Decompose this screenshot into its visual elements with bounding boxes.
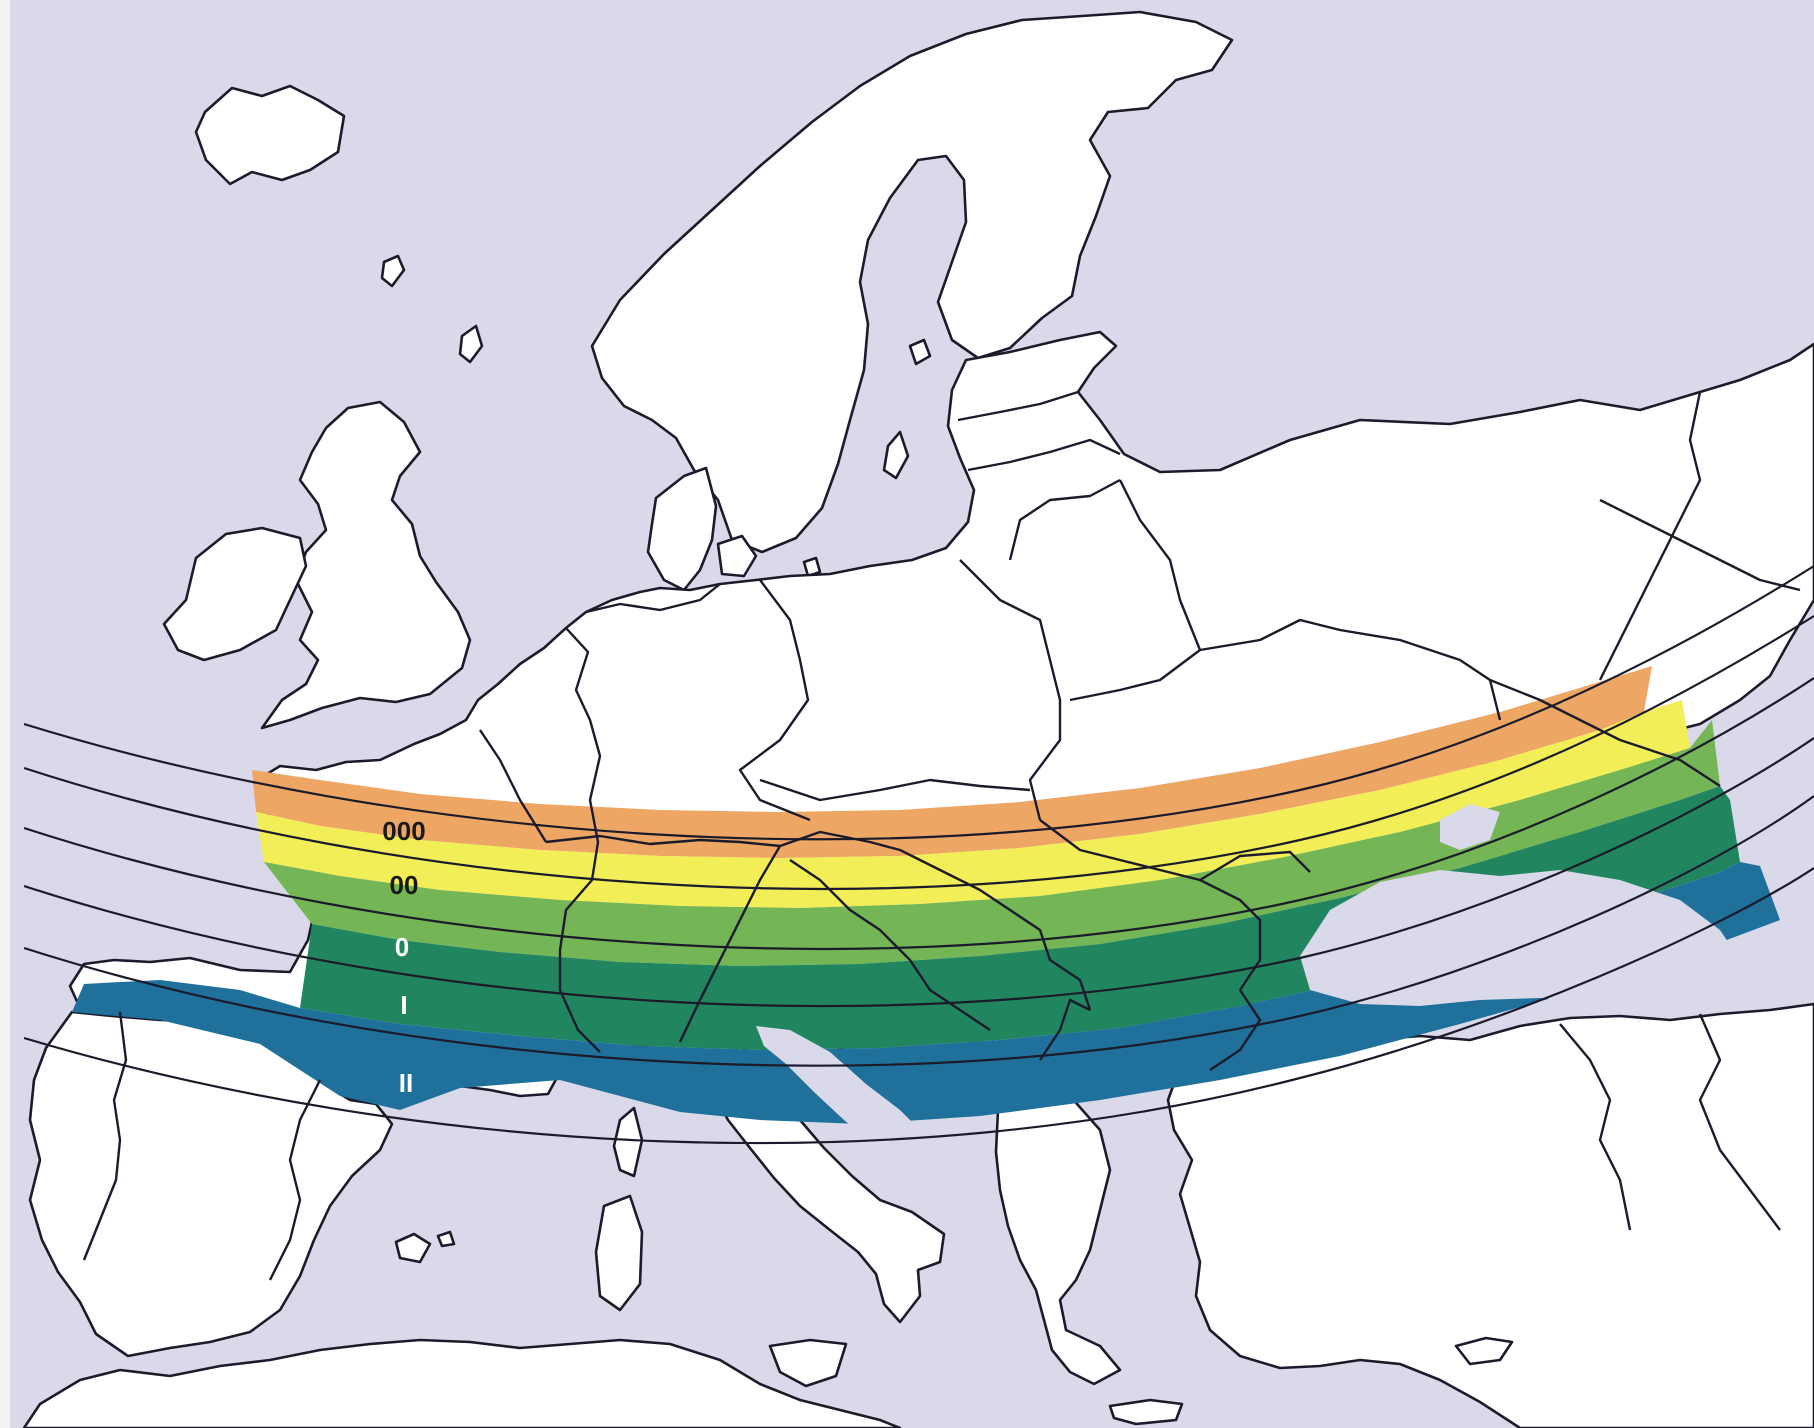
greece-land — [994, 1052, 1122, 1386]
mallorca-land — [394, 1232, 432, 1264]
zone-band-000 — [252, 666, 1652, 858]
anatolia-land — [1166, 1002, 1814, 1428]
menorca-land — [436, 1230, 456, 1248]
sicily-land — [768, 1338, 848, 1388]
zealand-land — [716, 534, 758, 578]
zone-band-0 — [264, 720, 1720, 966]
zone-arc-1 — [24, 565, 1814, 841]
zone-band-I — [300, 786, 1740, 1050]
black-sea — [1300, 870, 1740, 1006]
sardinia-land — [594, 1194, 644, 1312]
zone-band-00 — [256, 700, 1690, 908]
oland-land — [908, 338, 932, 366]
bornholm-land — [802, 556, 822, 578]
left-edge-strip — [0, 0, 10, 1428]
zone-label-II: II — [399, 1068, 413, 1098]
zone-arc-3 — [24, 677, 1814, 951]
gotland-land — [882, 430, 910, 480]
zone-band-II — [72, 862, 1780, 1124]
zone-boundary-arcs — [24, 565, 1814, 1145]
ireland-land — [162, 526, 308, 662]
corsica-land — [612, 1106, 644, 1178]
zone-arc-4 — [24, 737, 1814, 1008]
zone-arc-5 — [24, 795, 1814, 1067]
zone-arc-6 — [24, 867, 1814, 1145]
zone-label-00: 00 — [390, 870, 419, 900]
sea-of-azov — [1440, 804, 1500, 850]
zone-label-000: 000 — [382, 816, 425, 846]
zone-labels: 000 00 0 I II — [382, 816, 425, 1098]
north-africa-land — [22, 1338, 902, 1428]
shetland-islands-land — [458, 324, 484, 364]
zone-label-0: 0 — [395, 932, 409, 962]
denmark-land — [646, 466, 718, 592]
zone-bands — [72, 666, 1780, 1184]
gulf-of-lion — [400, 1096, 610, 1156]
zone-label-I: I — [400, 990, 407, 1020]
country-borders — [82, 390, 1801, 1281]
great-britain-land — [260, 400, 472, 730]
zone-arc-2 — [24, 615, 1814, 891]
crete-land — [1108, 1398, 1184, 1426]
cyprus-land — [1454, 1336, 1514, 1366]
iceland-land — [194, 84, 346, 186]
faroe-islands-land — [380, 254, 406, 288]
